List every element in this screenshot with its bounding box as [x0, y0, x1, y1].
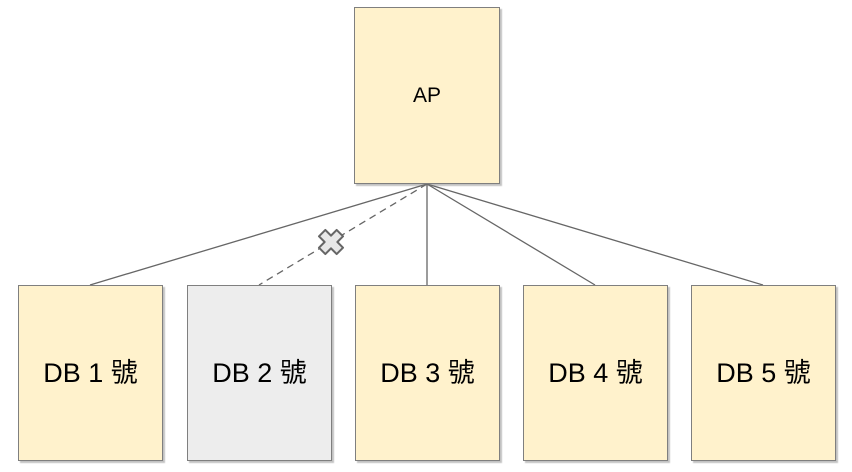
connector-ap-db2 [258, 183, 428, 286]
connector-ap-db1 [89, 183, 428, 286]
node-db5: DB 5 號 [691, 285, 836, 461]
node-ap: AP [354, 7, 500, 184]
node-db3-label: DB 3 號 [380, 357, 475, 388]
node-db5-label: DB 5 號 [716, 357, 811, 388]
node-db3: DB 3 號 [355, 285, 500, 461]
node-ap-label: AP [412, 83, 441, 107]
node-db1-label: DB 1 號 [43, 357, 138, 388]
connector-ap-db5 [426, 183, 764, 286]
node-db2: DB 2 號 [187, 285, 332, 461]
connector-ap-db4 [426, 183, 596, 286]
broken-connection-x-icon [317, 228, 345, 256]
node-db4: DB 4 號 [523, 285, 668, 461]
node-db4-label: DB 4 號 [548, 357, 643, 388]
node-db2-label: DB 2 號 [212, 357, 307, 388]
node-db1: DB 1 號 [18, 285, 163, 461]
